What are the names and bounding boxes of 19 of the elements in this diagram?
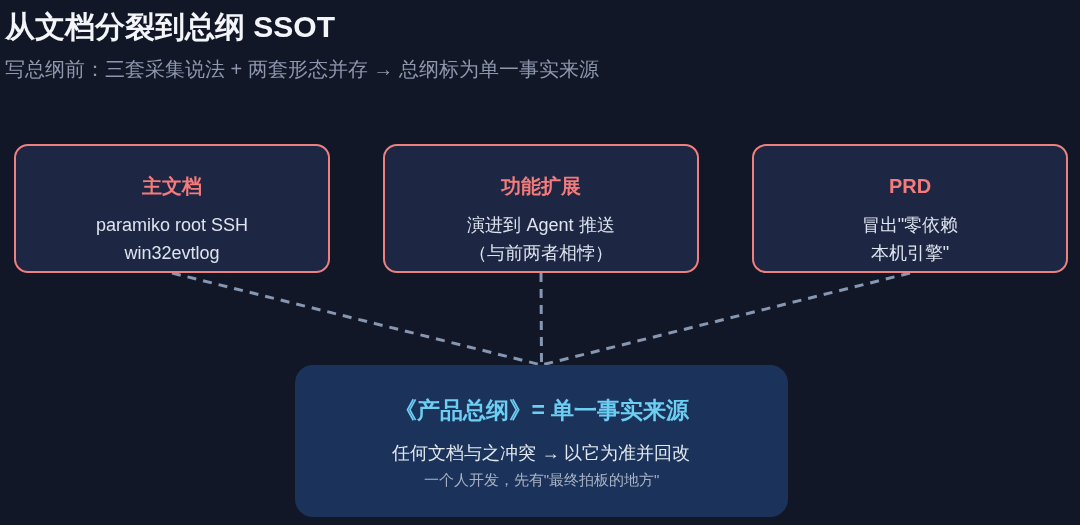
dashed-connector <box>539 273 543 365</box>
card-text: （与前两者相悖） <box>469 242 613 265</box>
card-text: win32evtlog <box>124 242 220 265</box>
document-card <box>383 144 699 273</box>
card-text: paramiko root SSH <box>95 214 249 237</box>
card-text: 冒出"零依赖本机引擎" <box>860 214 960 265</box>
card-heading: PRD <box>888 174 932 199</box>
document-card <box>14 144 330 273</box>
card-text: 演进到 Agent 推送 <box>467 214 615 237</box>
summary-card <box>295 365 788 517</box>
dashed-connector <box>541 271 911 367</box>
card-heading: 功能扩展 <box>501 174 581 199</box>
card-text: 任何文档与之冲突 → 以它为准并回改 <box>392 442 691 465</box>
card-heading: 《产品总纲》= 单一事实来源 <box>393 396 690 425</box>
title: 从文档分裂到总纲 SSOT <box>5 9 335 45</box>
card-heading: 主文档 <box>142 174 202 199</box>
document-card <box>752 144 1068 273</box>
subtitle: 写总纲前：三套采集说法 + 两套形态并存 → 总纲标为单一事实来源 <box>5 57 599 82</box>
card-note: 一个人开发，先有"最终拍板的地方" <box>423 470 660 490</box>
